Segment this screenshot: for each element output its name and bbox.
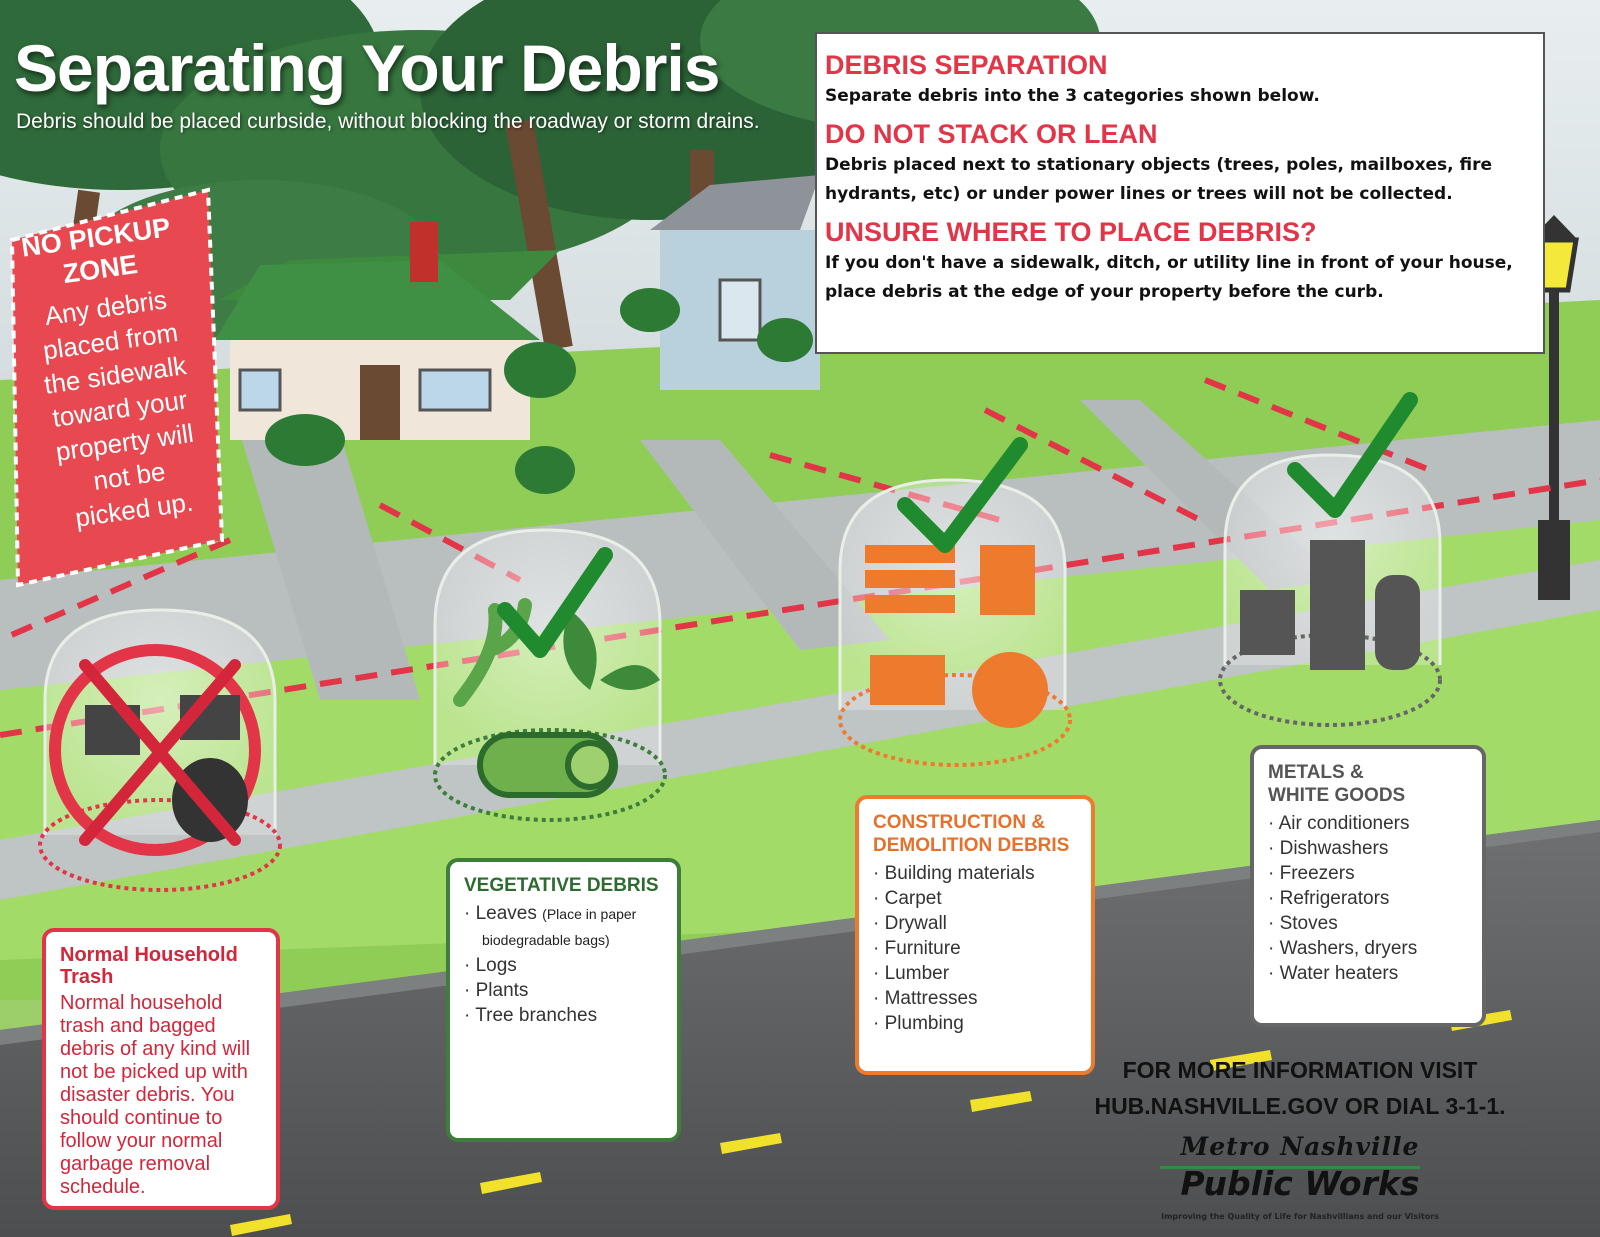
page-subtitle: Debris should be placed curbside, withou… [16,110,760,133]
metals-item: Freezers [1268,861,1468,886]
washer-icon [1240,590,1295,655]
checkmark-icon [1287,392,1418,518]
dome-vegetative [433,528,667,822]
vegetative-title: VEGETATIVE DEBRIS [464,875,659,896]
bricks-icon [865,545,955,563]
info-heading-stack: DO NOT STACK OR LEAN [825,119,1158,149]
metals-white-goods-card: METALS & WHITE GOODS Air conditioners Di… [1250,745,1486,1027]
no-pickup-zone: NO PICKUP ZONE Any debris placed from th… [0,205,250,542]
construction-debris-card: CONSTRUCTION & DEMOLITION DEBRIS Buildin… [855,795,1095,1075]
metals-item: Stoves [1268,911,1468,936]
vegetative-debris-card: VEGETATIVE DEBRIS Leaves (Place in paper… [446,858,681,1142]
household-trash-card: Normal Household Trash Normal household … [42,928,280,1210]
construction-title-1: CONSTRUCTION & [873,812,1046,833]
checkmark-icon [497,547,613,658]
branch-icon [453,598,532,707]
construction-item: Furniture [873,936,1077,961]
info-heading-separation: DEBRIS SEPARATION [825,50,1108,80]
metals-item: Dishwashers [1268,836,1468,861]
drywall-icon [870,655,945,705]
construction-item: Building materials [873,861,1077,886]
metals-title-2: WHITE GOODS [1268,785,1406,806]
more-info-line-2: HUB.NASHVILLE.GOV OR DIAL 3-1-1. [1094,1093,1506,1119]
construction-item: Carpet [873,886,1077,911]
metals-item: Washers, dryers [1268,936,1468,961]
refrigerator-icon [1310,540,1365,670]
metals-item: Refrigerators [1268,886,1468,911]
info-box: DEBRIS SEPARATION Separate debris into t… [815,32,1545,354]
vegetative-item-label: Leaves [475,903,537,924]
page-title: Separating Your Debris [14,31,720,105]
metals-item: Water heaters [1268,961,1468,986]
construction-item: Drywall [873,911,1077,936]
info-text-unsure: If you don't have a sidewalk, ditch, or … [825,253,1513,302]
logo-metro-nashville: Metro Nashville [1180,1132,1420,1161]
vegetative-item: Plants [464,978,663,1003]
construction-item: Mattresses [873,986,1077,1011]
logo-underline [1160,1166,1420,1169]
dome-household [38,608,282,892]
metals-title-1: METALS & [1268,762,1364,783]
logo-tagline: Improving the Quality of Life for Nashvi… [1161,1212,1439,1221]
water-heater-icon [1375,575,1420,670]
no-pickup-banner [9,187,225,588]
info-text-separation: Separate debris into the 3 categories sh… [825,86,1320,106]
trash-bag-icon [172,758,248,842]
vegetative-leaves-note-2: biodegradable bags) [482,932,610,948]
construction-title-2: DEMOLITION DEBRIS [873,835,1070,856]
house-right [650,175,820,390]
household-body: Normal household trash and bagged debris… [60,992,251,1198]
bushes [265,288,813,494]
metals-item: Air conditioners [1268,811,1468,836]
construction-item: Plumbing [873,1011,1077,1036]
vegetative-leaves-note: (Place in paper [542,906,637,922]
vegetative-item: Tree branches [464,1003,663,1028]
vegetative-item-leaves: Leaves (Place in paper [464,901,663,927]
construction-item: Lumber [873,961,1077,986]
leaf-icon [563,610,597,690]
household-title-1: Normal Household [60,944,238,966]
household-title-2: Trash [60,966,114,988]
more-info-text: FOR MORE INFORMATION VISIT HUB.NASHVILLE… [1070,1052,1530,1124]
dome-metals [1218,392,1442,727]
carpet-roll-icon [972,652,1048,728]
lamp-post [1529,215,1579,600]
more-info-line-1: FOR MORE INFORMATION VISIT [1122,1057,1478,1083]
cross-icon [79,659,241,846]
info-heading-unsure: UNSURE WHERE TO PLACE DEBRIS? [825,217,1317,247]
dome-construction [838,437,1072,767]
vegetative-item: Logs [464,953,663,978]
house-left [215,222,560,440]
chair-icon [980,545,1035,615]
checkmark-icon [897,437,1028,553]
info-text-stack: Debris placed next to stationary objects… [825,155,1493,204]
logo-public-works: Public Works [1180,1164,1420,1203]
